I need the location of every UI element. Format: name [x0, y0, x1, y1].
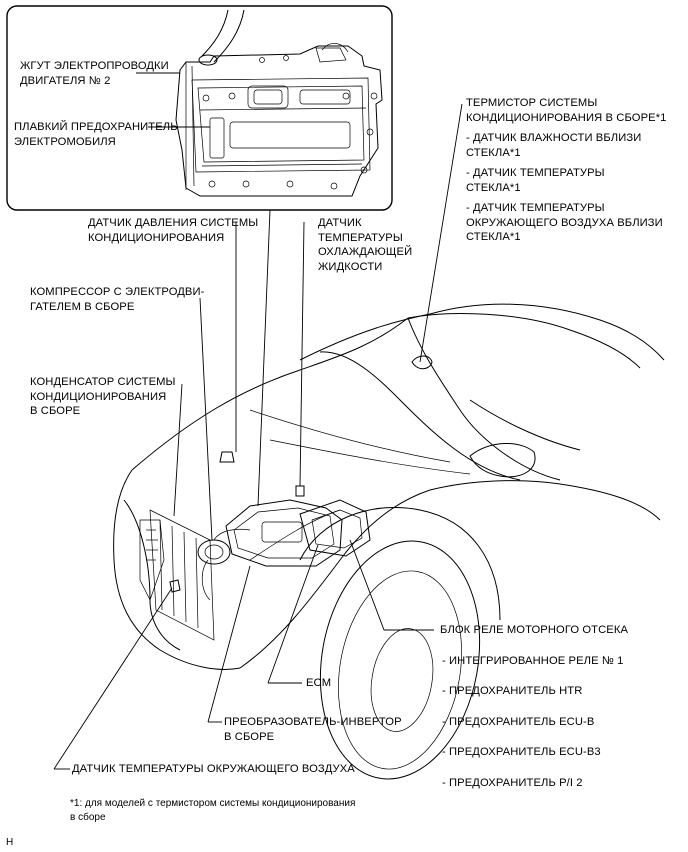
inset-harness-hose: [198, 9, 245, 66]
relay-block-label: БЛОК РЕЛЕ МОТОРНОГО ОТСЕКА: [440, 624, 629, 636]
ac-pressure-sensor-label: ДАТЧИК ДАВЛЕНИЯ СИСТЕМЫ КОНДИЦИОНИРОВАНИ…: [88, 217, 259, 244]
ev-fuse-label: ПЛАВКИЙ ПРЕДОХРАНИТЕЛЬ ЭЛЕКТРОМОБИЛЯ: [14, 121, 178, 148]
inset-inverter-drawing: [175, 43, 383, 197]
car-outline: [113, 303, 665, 780]
ecm-label: ECM: [306, 677, 332, 689]
thermistor-group-label: ТЕРМИСТОР СИСТЕМЫ КОНДИЦИОНИРОВАНИЯ В СБ…: [466, 97, 667, 243]
corner-mark: H: [6, 837, 14, 848]
leader-lines: [53, 103, 463, 770]
ambient-sensor-label: ДАТЧИК ТЕМПЕРАТУРЫ ОКРУЖАЮЩЕГО ВОЗДУХА: [72, 763, 355, 775]
relay-item-4: - ПРЕДОХРАНИТЕЛЬ ECU-B3: [442, 746, 601, 758]
relay-item-5: - ПРЕДОХРАНИТЕЛЬ P/I 2: [442, 777, 583, 789]
engine-components: [169, 355, 433, 601]
harness-label: ЖГУТ ЭЛЕКТРОПРОВОДКИ ДВИГАТЕЛЯ № 2: [20, 60, 169, 87]
relay-item-2: - ПРЕДОХРАНИТЕЛЬ HTR: [442, 685, 583, 697]
coolant-temp-sensor-label: ДАТЧИК ТЕМПЕРАТУРЫ ОХЛАЖДАЮЩЕЙ ЖИДКОСТИ: [318, 217, 413, 273]
relay-item-3: - ПРЕДОХРАНИТЕЛЬ ECU-B: [442, 716, 595, 728]
compressor-label: КОМПРЕССОР С ЭЛЕКТРОДВИ- ГАТЕЛЕМ В СБОРЕ: [30, 286, 205, 313]
footnote: *1: для моделей с термистором системы ко…: [70, 798, 356, 823]
condenser-label: КОНДЕНСАТОР СИСТЕМЫ КОНДИЦИОНИРОВАНИЯ В …: [30, 376, 176, 417]
relay-item-1: - ИНТЕГРИРОВАННОЕ РЕЛЕ № 1: [442, 655, 624, 667]
inverter-label: ПРЕОБРАЗОВАТЕЛЬ-ИНВЕРТОР В СБОРЕ: [224, 716, 402, 743]
